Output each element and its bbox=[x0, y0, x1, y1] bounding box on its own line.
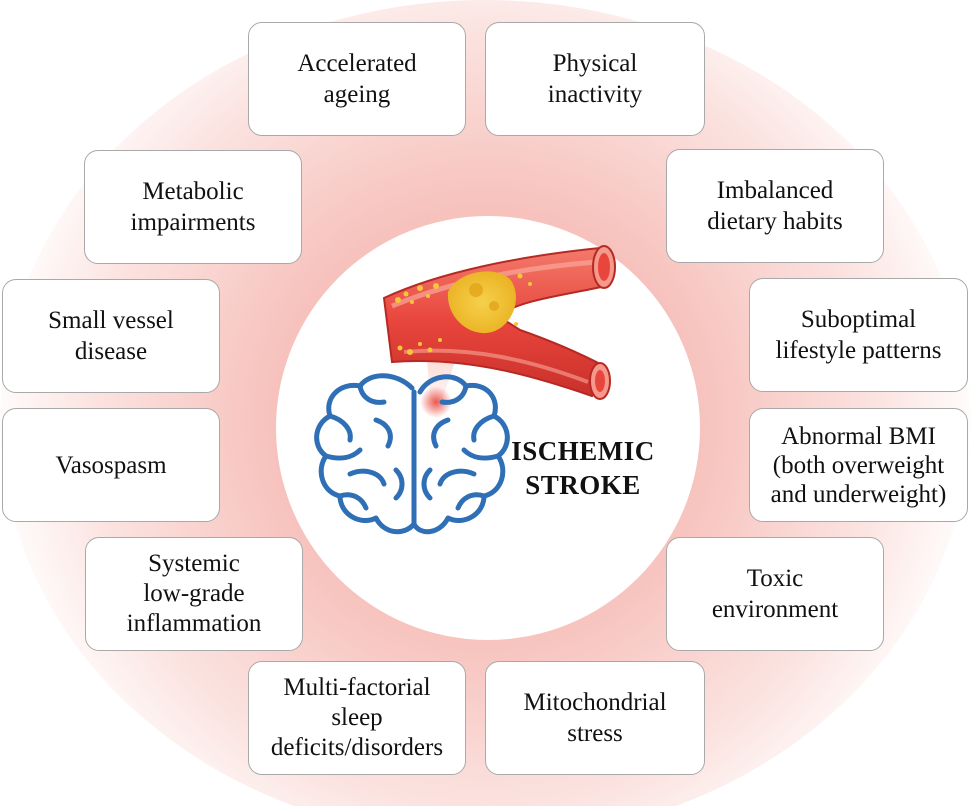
factor-accelerated-ageing: Accelerated ageing bbox=[248, 22, 466, 136]
artery-plaque-icon bbox=[382, 245, 616, 400]
factor-imbalanced-dietary-habits: Imbalanced dietary habits bbox=[666, 149, 884, 263]
factor-abnormal-bmi: Abnormal BMI (both overweight and underw… bbox=[749, 408, 968, 522]
factor-physical-inactivity: Physical inactivity bbox=[485, 22, 705, 136]
factor-toxic-environment: Toxic environment bbox=[666, 537, 884, 651]
factor-small-vessel-disease: Small vessel disease bbox=[2, 279, 220, 393]
factor-sleep-deficits: Multi-factorial sleep deficits/disorders bbox=[248, 661, 466, 775]
factor-metabolic-impairments: Metabolic impairments bbox=[84, 150, 302, 264]
factor-vasospasm: Vasospasm bbox=[2, 408, 220, 522]
center-title: ISCHEMIC STROKE bbox=[511, 436, 655, 500]
factor-systemic-inflammation: Systemic low-grade inflammation bbox=[85, 537, 303, 651]
factor-suboptimal-lifestyle-patterns: Suboptimal lifestyle patterns bbox=[749, 278, 968, 392]
factor-mitochondrial-stress: Mitochondrial stress bbox=[485, 661, 705, 775]
brain-icon bbox=[314, 373, 510, 535]
